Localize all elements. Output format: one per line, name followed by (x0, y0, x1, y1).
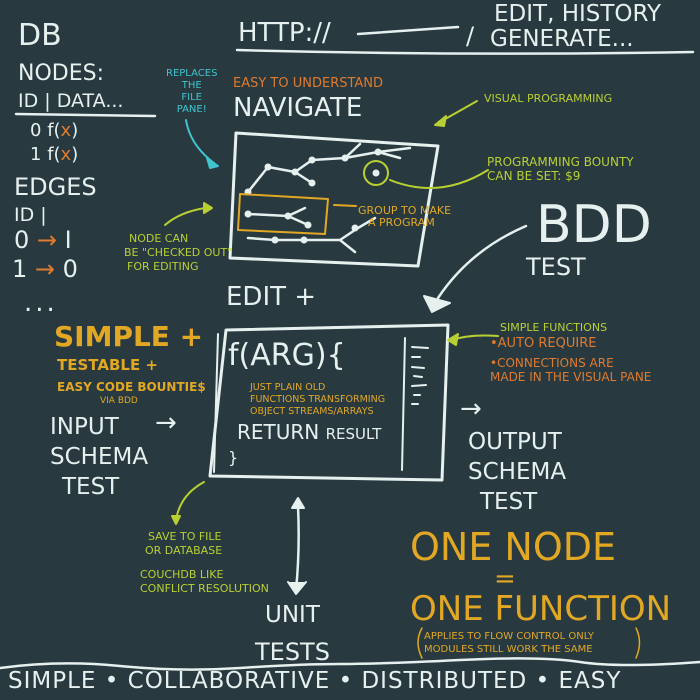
edges-header: ID | (14, 204, 47, 226)
db-header-underline (14, 112, 157, 118)
url-prefix[interactable]: HTTP:// (238, 18, 331, 48)
footer-divider (0, 657, 700, 671)
equals-sign: = (494, 564, 516, 594)
unit-test-double-arrow (294, 504, 300, 592)
function-close: } (228, 448, 239, 467)
save-arrow (175, 481, 205, 521)
auto-require-label: •AUTO REQUIRE (490, 336, 597, 351)
node-graph (246, 142, 412, 254)
edge-row: 0 → I (14, 226, 72, 254)
url-dash (356, 25, 460, 36)
url-actions-1[interactable]: EDIT, HISTORY (494, 1, 662, 27)
edge-row: 1 → 0 (12, 255, 78, 283)
navigate-subtitle: EASY TO UNDERSTAND (233, 76, 384, 91)
bdd-title: BDD (536, 195, 652, 255)
output-arrow: → (460, 394, 482, 424)
navigate-box (228, 131, 440, 268)
replaces-arrow (185, 119, 215, 164)
one-function-label: ONE FUNCTION (410, 589, 672, 629)
function-signature[interactable]: f(ARG){ (228, 338, 346, 373)
url-actions-2[interactable]: GENERATE... (490, 26, 634, 52)
nodes-header: ID | DATA... (18, 90, 124, 112)
tests-label: TESTS (255, 638, 330, 666)
group-selection-box (237, 193, 329, 235)
bounty-circle (363, 160, 389, 186)
node-row: 0 f(x) (30, 120, 79, 141)
bounties-label: EASY CODE BOUNTIE$ (57, 380, 206, 394)
more-edges: ... (24, 288, 58, 318)
node-row: 1 f(x) (30, 144, 79, 165)
bdd-arrow (436, 224, 528, 300)
function-sidebar-divider (401, 337, 406, 471)
one-node-label: ONE NODE (410, 525, 617, 569)
simple-functions-label: SIMPLE FUNCTIONS (500, 321, 608, 334)
via-bdd-label: VIA BDD (100, 396, 138, 406)
url-separator: / (466, 22, 475, 50)
bounty-connector (389, 169, 489, 189)
footer-tagline: SIMPLE • COLLABORATIVE • DISTRIBUTED • E… (8, 668, 622, 694)
input-arrow: → (155, 408, 177, 438)
edges-label: EDGES (14, 173, 97, 201)
bdd-subtitle: TEST (526, 253, 586, 281)
navigate-title: NAVIGATE (233, 93, 363, 123)
visual-programming-label: VISUAL PROGRAMMING (484, 92, 613, 105)
checkout-arrow (164, 207, 206, 226)
minimap-marks (411, 346, 429, 405)
edit-title: EDIT + (226, 282, 317, 312)
unit-label: UNIT (265, 602, 320, 628)
group-connector (333, 204, 357, 207)
function-return: RETURN RESULT (237, 420, 382, 444)
db-title: DB (18, 18, 62, 53)
graph-nodes (244, 148, 382, 244)
simple-label: SIMPLE + (54, 320, 204, 353)
url-underline (235, 48, 695, 55)
nodes-label: NODES: (18, 61, 104, 86)
testable-label: TESTABLE + (57, 356, 158, 374)
